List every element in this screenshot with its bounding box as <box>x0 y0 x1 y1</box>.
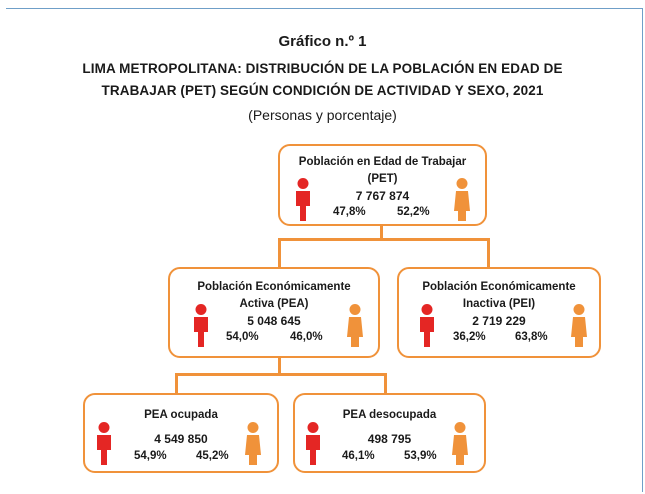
pet-total: 7 767 874 <box>355 189 410 203</box>
pea-ocupada-male-percent: 54,9% <box>134 450 167 462</box>
man-icon <box>420 304 434 347</box>
connector-level2-horizontal <box>175 373 386 376</box>
pei-title-line-1: Población Económicamente <box>422 281 576 293</box>
man-icon <box>97 422 111 465</box>
pei-female-percent: 63,8% <box>515 331 548 343</box>
figure-subtitle: (Personas y porcentaje) <box>248 107 397 123</box>
pea-ocupada-node: PEA ocupada 4 549 850 54,9% 45,2% <box>83 393 279 473</box>
connector-to-pea-desocupada <box>384 373 387 395</box>
pei-node: Población Económicamente Inactiva (PEI) … <box>397 267 601 358</box>
woman-icon <box>245 422 261 465</box>
connector-to-pei <box>487 238 490 269</box>
pea-desocupada-female-percent: 53,9% <box>404 450 437 462</box>
pea-desocupada-male-percent: 46,1% <box>342 450 375 462</box>
pet-title-line-1: Población en Edad de Trabajar <box>298 156 467 168</box>
woman-icon <box>454 178 470 221</box>
pei-title-line-2: Inactiva (PEI) <box>462 298 536 310</box>
pea-ocupada-total: 4 549 850 <box>154 432 208 446</box>
man-icon <box>296 178 310 221</box>
pea-title-line-1: Población Económicamente <box>197 281 351 293</box>
pet-node: Población en Edad de Trabajar (PET) 7 76… <box>278 144 487 226</box>
connector-pea-down <box>278 356 281 375</box>
pea-desocupada-node: PEA desocupada 498 795 46,1% 53,9% <box>293 393 486 473</box>
figure-number: Gráfico n.º 1 <box>278 33 367 50</box>
pea-desocupada-total: 498 795 <box>367 432 412 446</box>
man-icon <box>194 304 208 347</box>
pei-total: 2 719 229 <box>472 314 526 328</box>
connector-pet-down <box>380 223 383 240</box>
woman-icon <box>452 422 468 465</box>
figure-title-line-2: TRABAJAR (PET) SEGÚN CONDICIÓN DE ACTIVI… <box>101 83 544 98</box>
figure-title-line-1: LIMA METROPOLITANA: DISTRIBUCIÓN DE LA P… <box>82 61 563 76</box>
pea-desocupada-title: PEA desocupada <box>342 409 437 421</box>
pea-total: 5 048 645 <box>247 314 301 328</box>
pea-male-percent: 54,0% <box>226 331 259 343</box>
connector-to-pea-ocupada <box>175 373 178 395</box>
connector-level1-horizontal <box>278 238 489 241</box>
figure-title: LIMA METROPOLITANA: DISTRIBUCIÓN DE LA P… <box>0 58 645 102</box>
woman-icon <box>347 304 363 347</box>
pet-female-percent: 52,2% <box>397 206 430 218</box>
man-icon <box>306 422 320 465</box>
pea-node: Población Económicamente Activa (PEA) 5 … <box>168 267 380 358</box>
pea-ocupada-female-percent: 45,2% <box>196 450 229 462</box>
pet-title-line-2: (PET) <box>367 173 398 185</box>
figure-frame <box>6 8 643 492</box>
woman-icon <box>571 304 587 347</box>
pea-female-percent: 46,0% <box>290 331 323 343</box>
connector-to-pea <box>278 238 281 269</box>
pet-male-percent: 47,8% <box>333 206 366 218</box>
pea-title-line-2: Activa (PEA) <box>239 298 309 310</box>
pea-ocupada-title: PEA ocupada <box>144 409 218 421</box>
pei-male-percent: 36,2% <box>453 331 486 343</box>
